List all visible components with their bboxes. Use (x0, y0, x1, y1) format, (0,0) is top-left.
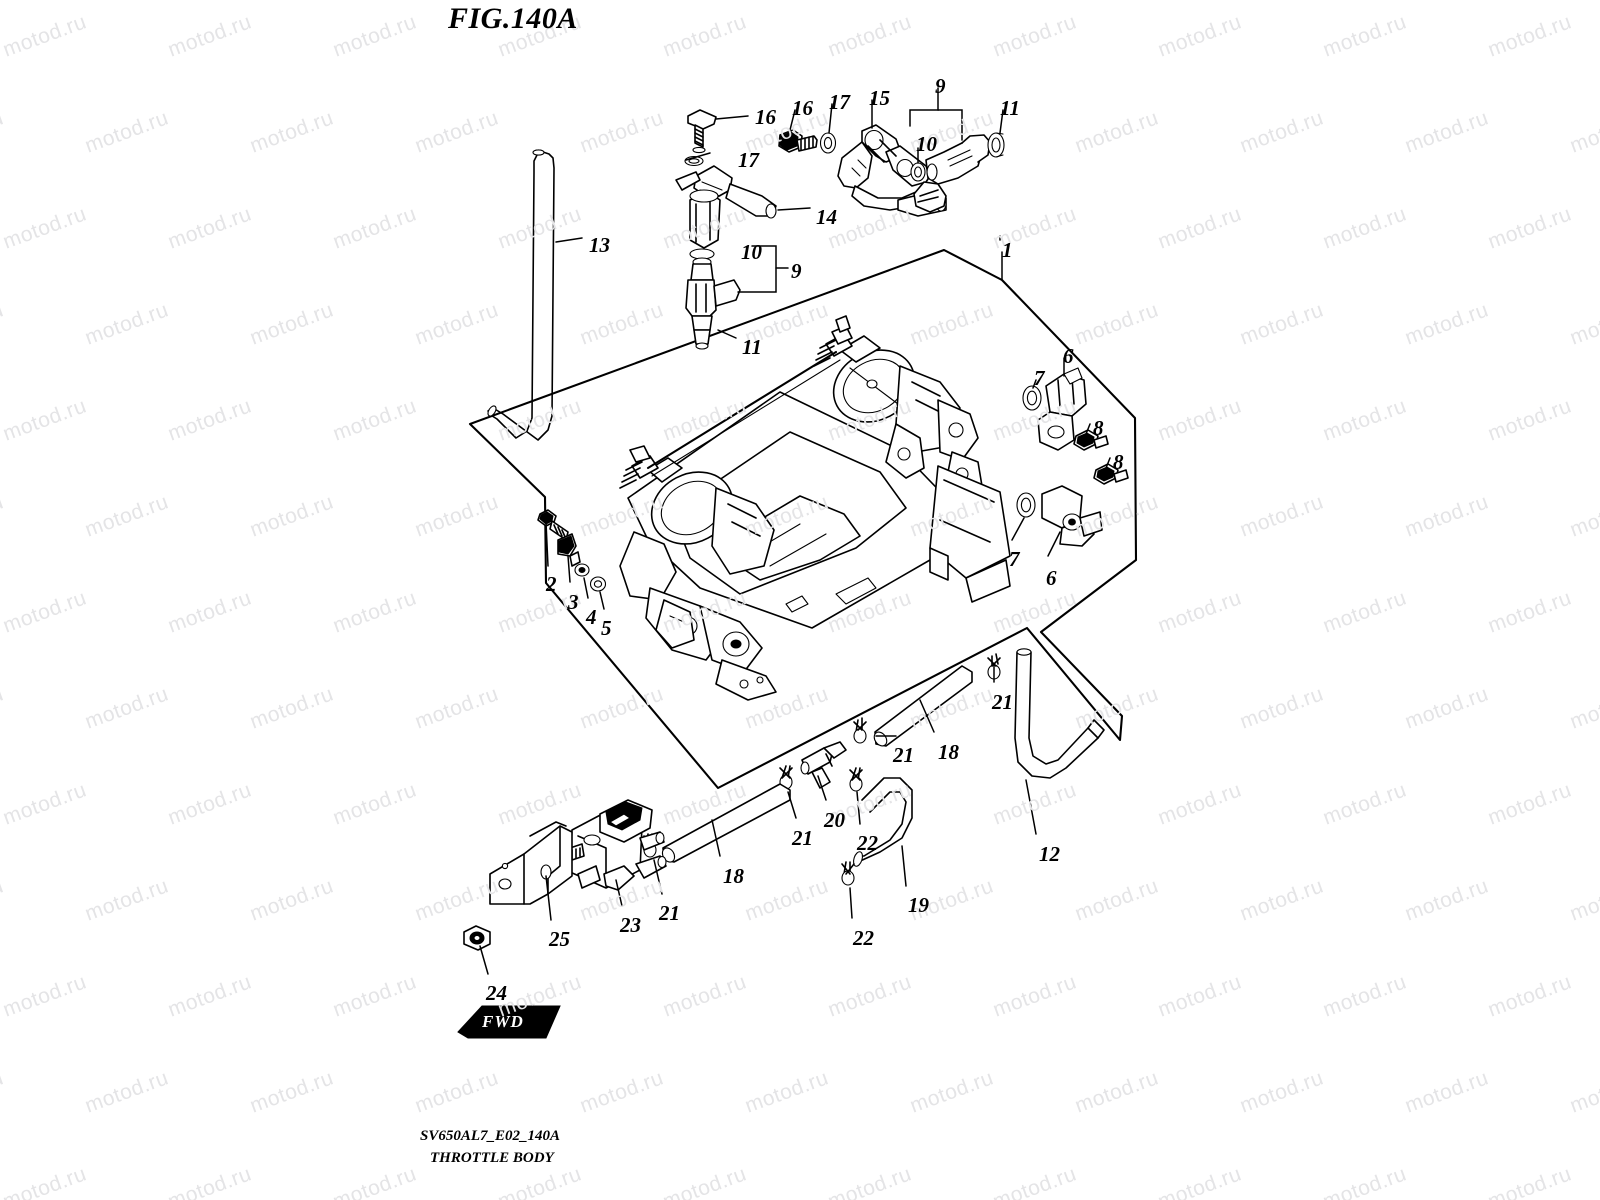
callout-16-bolt-socket: 16 (792, 96, 813, 120)
hose-13 (487, 149, 555, 441)
sensor-6-upper (1022, 367, 1087, 451)
clamp-22-hose19-upper (849, 767, 863, 792)
callout-22-clamp-hose19-lower: 22 (853, 926, 874, 950)
caption-code: SV650AL7_E02_140A (420, 1128, 561, 1144)
callout-6-sensor-lower: 6 (1046, 566, 1057, 590)
o-ring-5 (589, 576, 607, 592)
callout-21-clamp-hose18-left: 21 (893, 743, 914, 767)
callout-10-o-ring-injector-left: 10 (741, 240, 762, 264)
nut-24 (463, 925, 491, 951)
callout-7-o-ring-sensor-upper: 7 (1034, 366, 1045, 390)
callout-6-sensor-upper: 6 (1063, 344, 1074, 368)
throttle-body-main (619, 315, 1011, 701)
callout-15-fuel-delivery-pipe: 15 (869, 86, 890, 110)
callout-21-clamp-hose18-solenoid: 21 (659, 901, 680, 925)
purge-hose-19 (852, 777, 913, 867)
callout-18-vacuum-hose-lower: 18 (723, 864, 744, 888)
injector-left-9 (685, 189, 741, 350)
callout-12-drain-hose: 12 (1039, 842, 1060, 866)
leader-lines (479, 87, 1111, 975)
adjust-screw-2 (537, 509, 569, 541)
callout-21-clamp-joint: 21 (792, 826, 813, 850)
three-way-joint-20 (800, 741, 847, 789)
throttle-barrel-front (619, 445, 777, 701)
spring-3 (557, 533, 581, 567)
callout-16-bolt-upper: 16 (755, 105, 776, 129)
callout-24-nut: 24 (486, 981, 507, 1005)
callout-14-fuel-feed-hose-joint: 14 (816, 205, 837, 229)
callout-5-o-ring-screw: 5 (601, 616, 612, 640)
clamp-21-hose18-left (853, 717, 867, 744)
bolt-16-socket (778, 129, 818, 153)
callout-10-o-ring-injector-right: 10 (916, 132, 937, 156)
callout-7-o-ring-sensor-lower: 7 (1009, 547, 1020, 571)
callout-8-screw-upper: 8 (1093, 416, 1104, 440)
callout-23-solenoid-valve: 23 (620, 913, 641, 937)
callout-19-purge-hose: 19 (908, 893, 929, 917)
callout-21-clamp-hose18-right: 21 (992, 690, 1013, 714)
callout-20-three-way-joint: 20 (824, 808, 845, 832)
fwd-label: FWD (482, 1012, 524, 1031)
callout-11-cushion-left: 11 (742, 335, 762, 359)
injector-right-9 (910, 134, 991, 213)
callout-22-clamp-hose19-upper: 22 (857, 831, 878, 855)
assembly-boundary-1 (468, 248, 1138, 790)
callout-17-o-ring-bolt: 17 (738, 148, 759, 172)
callout-17-o-ring-small: 17 (829, 90, 850, 114)
washer-4 (574, 563, 590, 577)
sensor-6-lower (1016, 485, 1103, 547)
callout-18-vacuum-hose-upper: 18 (938, 740, 959, 764)
callout-3-spring: 3 (568, 590, 579, 614)
bracket-25 (489, 821, 573, 905)
caption-name: THROTTLE BODY (430, 1149, 554, 1166)
callout-4-washer: 4 (586, 605, 597, 629)
o-ring-17-socket (819, 132, 837, 154)
cushion-11-right (987, 132, 1005, 158)
figure-caption: SV650AL7_E02_140A THROTTLE BODY (420, 1126, 560, 1170)
drain-hose-12 (1014, 648, 1105, 779)
callout-9-injector-assy-left: 9 (791, 259, 802, 283)
callout-13-breather-hose: 13 (589, 233, 610, 257)
callout-8-screw-lower: 8 (1113, 450, 1124, 474)
callout-11-cushion-right: 11 (1000, 96, 1020, 120)
clamp-22-hose19-lower (841, 861, 855, 886)
bolt-16-upper (687, 109, 717, 154)
figure-title: FIG.140A (448, 2, 578, 35)
solenoid-valve-23 (563, 799, 667, 891)
callout-1-throttle-body-assy: 1 (1002, 238, 1013, 262)
callout-9-injector-assy-right: 9 (935, 74, 946, 98)
callout-25-bracket: 25 (549, 927, 570, 951)
fwd-arrow-shape (457, 1005, 561, 1039)
callout-2-adjust-screw: 2 (546, 572, 557, 596)
